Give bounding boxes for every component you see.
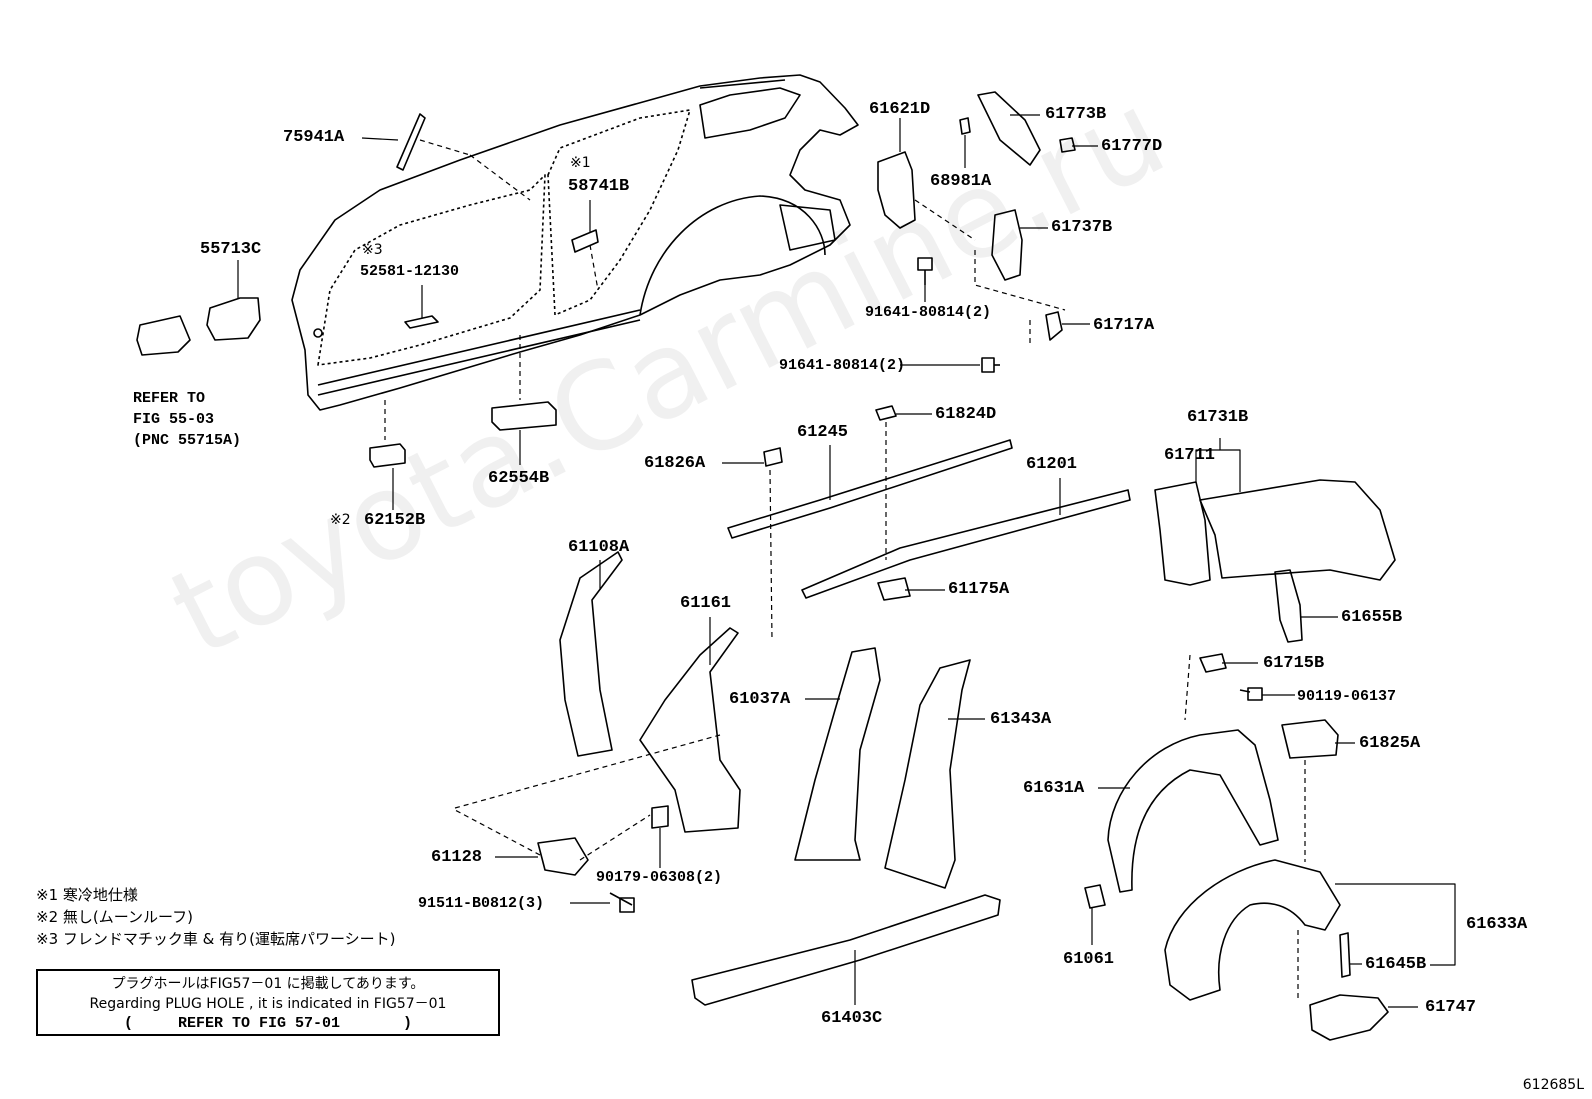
- label-61343a: 61343A: [990, 710, 1052, 729]
- label-61711: 61711: [1164, 446, 1216, 465]
- part-75941a: [396, 113, 426, 171]
- label-58741b: 58741B: [568, 177, 630, 196]
- part-61128: [537, 837, 589, 876]
- label-75941a: 75941A: [283, 128, 345, 147]
- label-52581-12130: 52581-12130: [360, 263, 460, 280]
- part-61777d: [1059, 137, 1076, 153]
- mark-1: ※1: [570, 155, 591, 171]
- label-61061: 61061: [1063, 950, 1115, 969]
- part-55715a: [136, 315, 191, 356]
- bolt-91641a: [917, 257, 933, 285]
- label-61731b: 61731B: [1187, 408, 1249, 427]
- part-61711: [1154, 481, 1211, 586]
- label-90179-06308: 90179-06308(2): [596, 869, 723, 886]
- label-55713c: 55713C: [200, 240, 262, 259]
- part-61747: [1309, 994, 1389, 1041]
- bolt-90119: [1239, 687, 1263, 701]
- label-61633a: 61633A: [1466, 915, 1528, 934]
- part-61826a: [763, 447, 783, 467]
- part-61161: [639, 627, 741, 833]
- plug-note-en: Regarding PLUG HOLE , it is indicated in…: [89, 996, 447, 1012]
- label-61201: 61201: [1026, 455, 1078, 474]
- label-61645b: 61645B: [1365, 955, 1427, 974]
- part-61633a: [1164, 859, 1341, 1001]
- bolt-90179: [651, 805, 669, 829]
- label-61128: 61128: [431, 848, 483, 867]
- label-61715b: 61715B: [1263, 654, 1325, 673]
- label-90119-06137: 90119-06137: [1297, 688, 1397, 705]
- label-61175a: 61175A: [948, 580, 1010, 599]
- label-61824d: 61824D: [935, 405, 997, 424]
- refer-line: (PNC 55715A): [133, 432, 242, 449]
- part-68981a: [959, 117, 971, 135]
- part-61175a: [877, 577, 911, 601]
- part-61773b: [977, 91, 1041, 166]
- label-91511-b0812: 91511-B0812(3): [418, 895, 545, 912]
- plug-note-jp: プラグホールはFIG57－01 に掲載してあります。: [111, 976, 425, 992]
- part-61631a: [1107, 729, 1279, 893]
- part-62152b: [369, 443, 406, 468]
- label-61777d: 61777D: [1101, 137, 1163, 156]
- part-52581: [404, 315, 439, 329]
- part-61108a: [559, 551, 623, 757]
- bolt-91641b: [981, 357, 1000, 373]
- label-61108a: 61108A: [568, 538, 630, 557]
- part-61621d: [877, 151, 916, 229]
- plug-note-reference: ( REFER TO FIG 57-01 ): [123, 1015, 413, 1032]
- part-61825a: [1281, 719, 1339, 759]
- part-58741b: [571, 229, 599, 253]
- mark-2: ※2: [330, 512, 351, 528]
- label-61621d: 61621D: [869, 100, 931, 119]
- part-61061: [1084, 884, 1106, 909]
- refer-line: FIG 55-03: [133, 411, 215, 428]
- figure-id: 612685L: [1522, 1077, 1584, 1093]
- body-side-outer-panel: [291, 74, 859, 411]
- part-61717a: [1045, 311, 1063, 341]
- label-61826a: 61826A: [644, 454, 706, 473]
- bolt-91511: [609, 892, 635, 913]
- part-61655b: [1274, 569, 1303, 643]
- label-61747: 61747: [1425, 998, 1477, 1017]
- label-61655b: 61655B: [1341, 608, 1403, 627]
- label-61161: 61161: [680, 594, 732, 613]
- footnote: ※1 寒冷地仕様: [36, 886, 138, 904]
- refer-line: REFER TO: [133, 390, 206, 407]
- mark-3: ※3: [362, 242, 383, 258]
- footnote: ※2 無し(ムーンルーフ): [36, 908, 193, 926]
- part-61403c: [691, 894, 1001, 1006]
- label-61737b: 61737B: [1051, 218, 1113, 237]
- part-61343a: [884, 659, 971, 889]
- part-61731b: [1199, 479, 1396, 581]
- part-61245: [727, 439, 1013, 539]
- part-61037a: [794, 647, 881, 861]
- part-61824d: [875, 405, 897, 421]
- footnote: ※3 フレンドマチック車 & 有り(運転席パワーシート): [36, 930, 396, 948]
- label-68981a: 68981A: [930, 172, 992, 191]
- label-91641-80814-a: 91641-80814(2): [865, 304, 992, 321]
- label-61773b: 61773B: [1045, 105, 1107, 124]
- label-61403c: 61403C: [821, 1009, 883, 1028]
- part-61715b: [1199, 653, 1227, 673]
- label-61717a: 61717A: [1093, 316, 1155, 335]
- label-61631a: 61631A: [1023, 779, 1085, 798]
- label-61245: 61245: [797, 423, 849, 442]
- part-62554b: [491, 401, 557, 431]
- part-61201: [801, 489, 1131, 599]
- plug-hole-note-box: プラグホールはFIG57－01 に掲載してあります。 Regarding PLU…: [36, 969, 500, 1036]
- part-61645b: [1339, 932, 1351, 978]
- label-91641-80814-b: 91641-80814(2): [779, 357, 906, 374]
- part-61737b: [991, 209, 1023, 281]
- label-62152b: 62152B: [364, 511, 426, 530]
- refer-fig-55-03: REFER TO FIG 55-03 (PNC 55715A): [133, 388, 241, 451]
- part-55713c: [206, 297, 261, 341]
- label-62554b: 62554B: [488, 469, 550, 488]
- label-61037a: 61037A: [729, 690, 791, 709]
- footnotes: ※1 寒冷地仕様 ※2 無し(ムーンルーフ) ※3 フレンドマチック車 & 有り(運…: [36, 884, 396, 950]
- label-61825a: 61825A: [1359, 734, 1421, 753]
